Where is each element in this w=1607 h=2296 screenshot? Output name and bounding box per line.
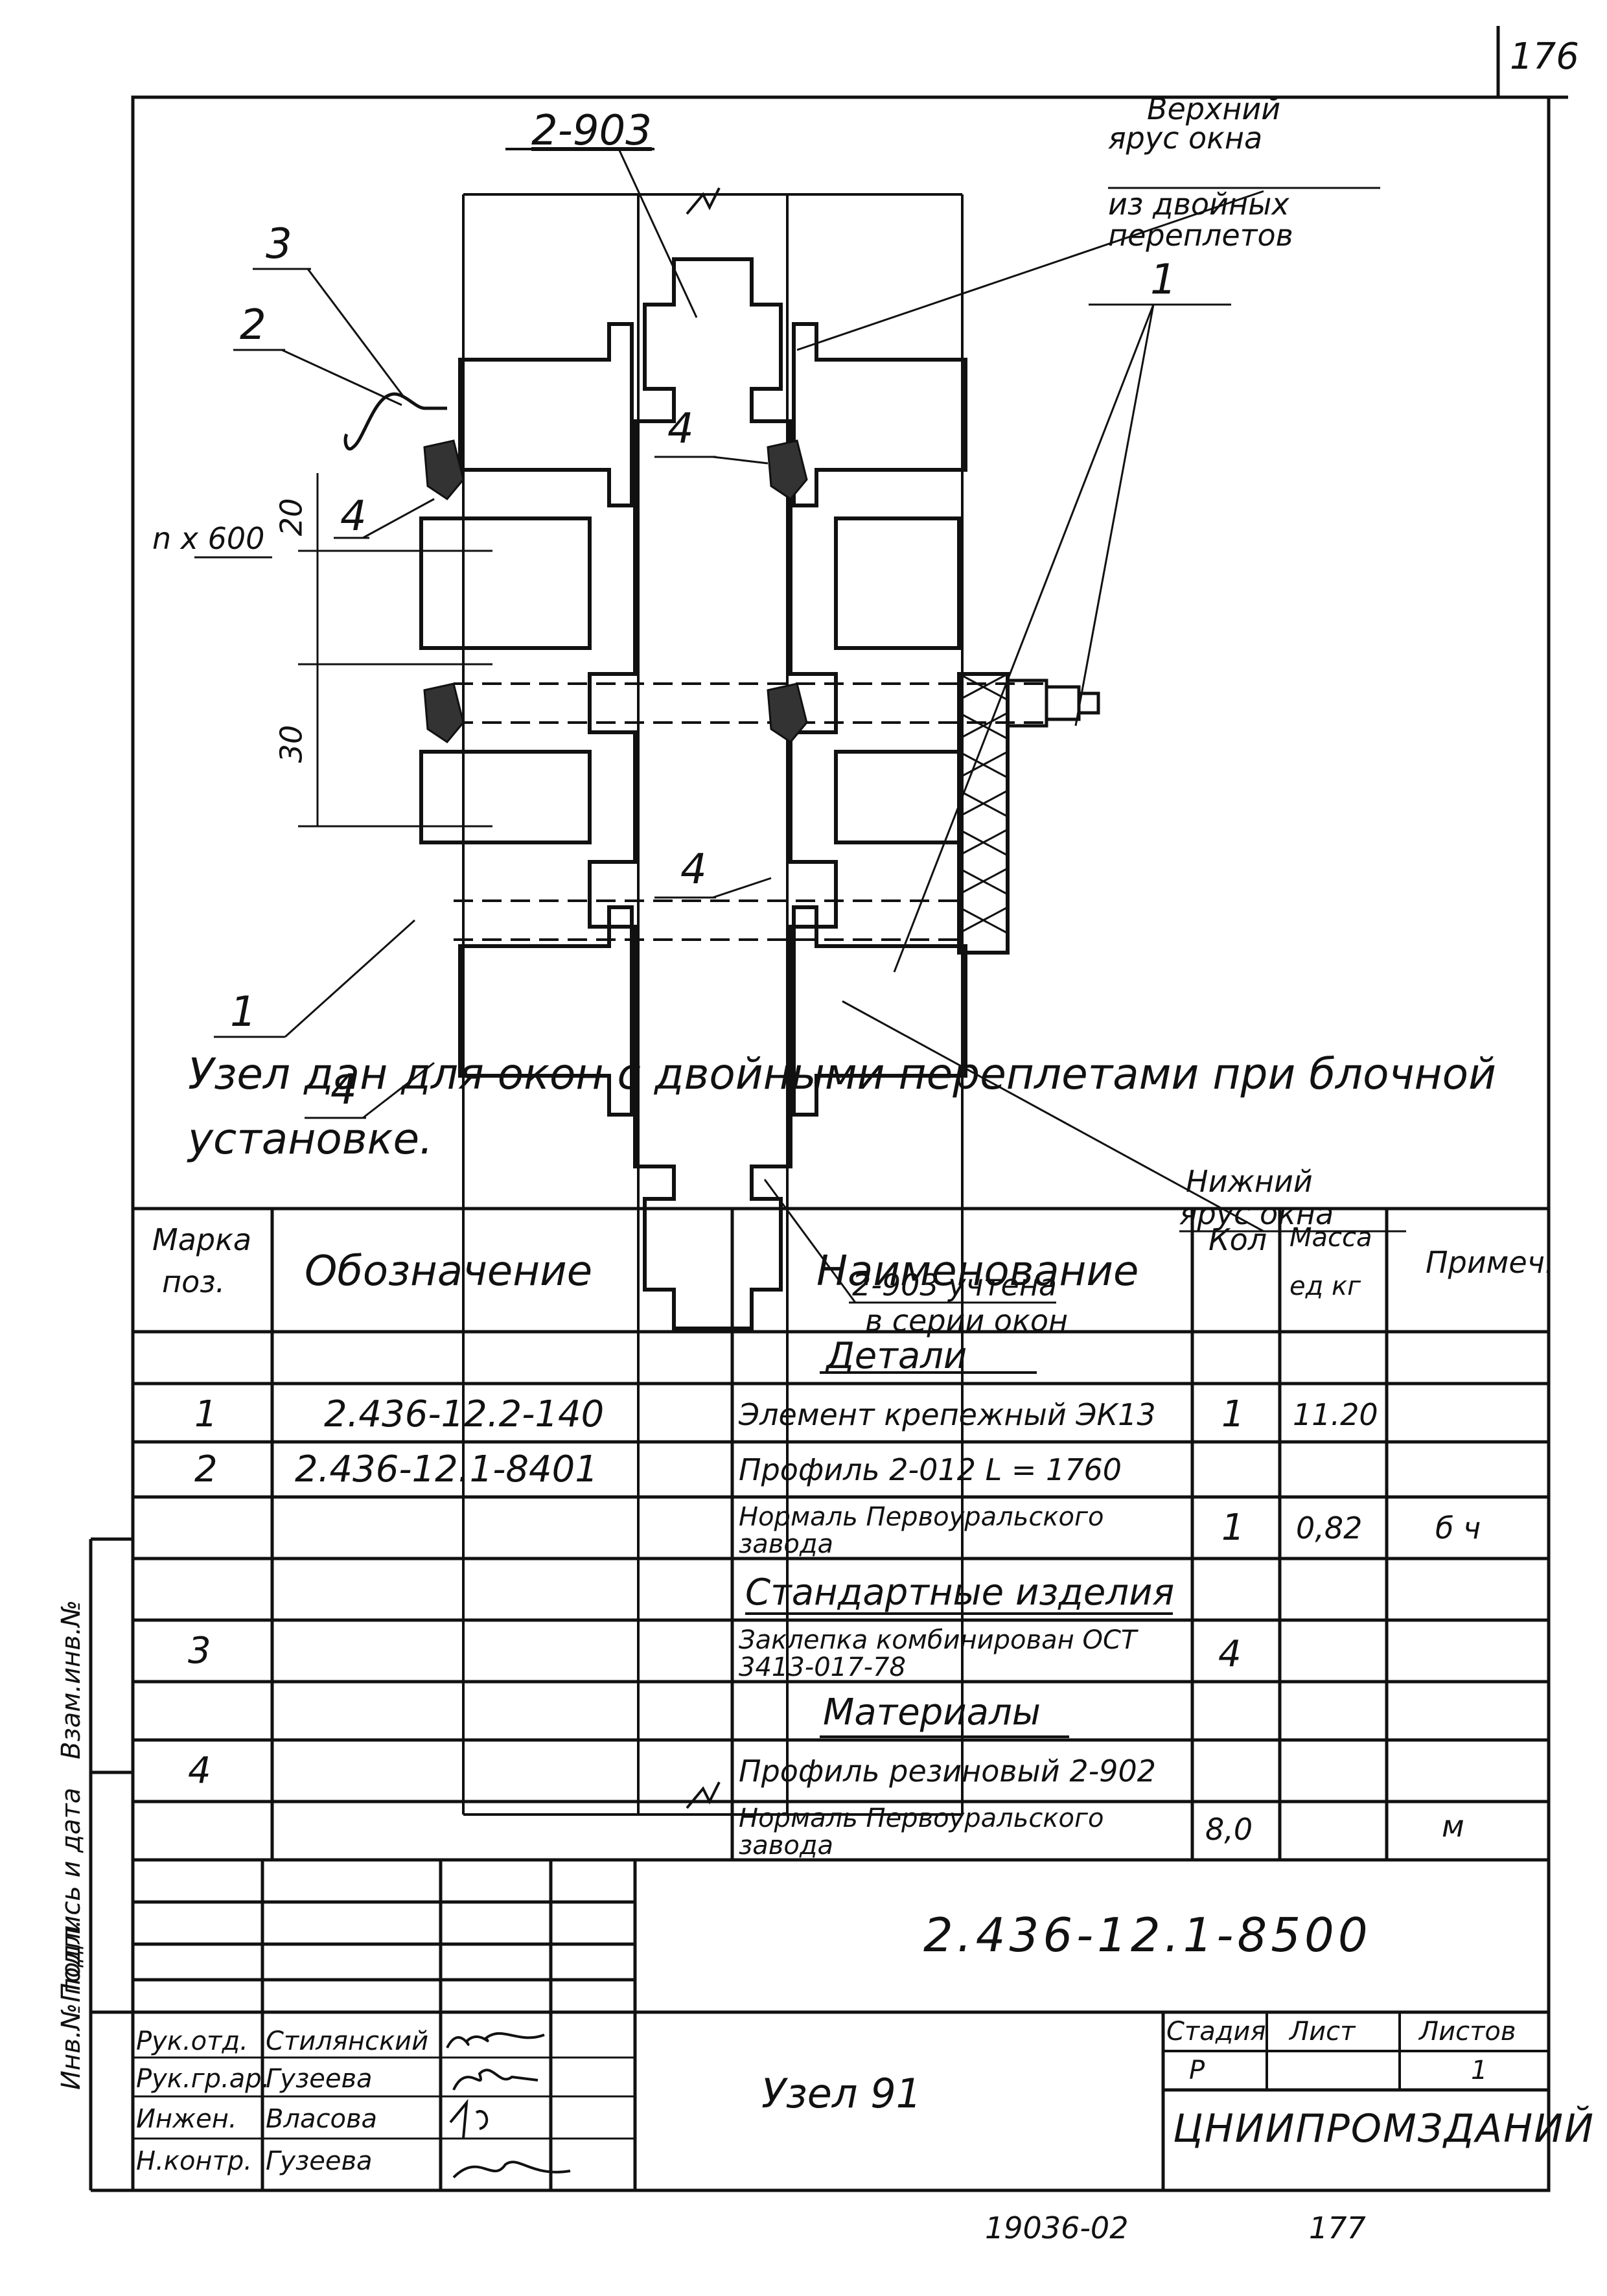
dimension-spacing: n x 600 bbox=[152, 521, 265, 556]
callout-top-profile: 2-903 bbox=[531, 107, 652, 155]
row-7-name: Профиль резиновый 2-902 bbox=[739, 1754, 1156, 1789]
row-3-mass: 0,82 bbox=[1296, 1511, 1363, 1546]
row-5-name: Заклепка комбинирован ОСТ 3413-017-78 bbox=[739, 1625, 1137, 1682]
document-number: 2.436-12.1-8500 bbox=[923, 1908, 1372, 1962]
row-7-mark: 4 bbox=[188, 1750, 211, 1792]
side-stamp-inv-repl: Взам.инв.№ bbox=[56, 1599, 86, 1759]
callout-upper-tier-3: из двойных bbox=[1108, 187, 1289, 222]
stage-value: Р bbox=[1189, 2056, 1205, 2085]
row-5-qty: 4 bbox=[1218, 1633, 1242, 1675]
row-2-name: Профиль 2-012 L = 1760 bbox=[739, 1452, 1122, 1487]
row-1-name: Элемент крепежный ЭК13 bbox=[739, 1397, 1156, 1432]
header-mass-2: ед кг bbox=[1289, 1271, 1361, 1301]
callout-item-1-top: 1 bbox=[1150, 256, 1177, 304]
sheets-label: Листов bbox=[1419, 2017, 1516, 2047]
organization-name: ЦНИИПРОМЗДАНИЙ bbox=[1173, 2106, 1595, 2151]
title-block-grid bbox=[133, 1860, 1549, 2190]
callout-item-1-left: 1 bbox=[230, 988, 257, 1036]
page-number: 176 bbox=[1510, 36, 1579, 78]
side-stamp-sign-date: Подпись и дата bbox=[56, 1787, 86, 2002]
dimension-30: 30 bbox=[273, 725, 309, 763]
row-5-mark: 3 bbox=[188, 1630, 211, 1672]
row-3-name: Нормаль Первоуральского завода bbox=[739, 1502, 1104, 1559]
callout-upper-tier-1: Верхний bbox=[1147, 91, 1281, 126]
callout-lower-tier-2: ярус окна bbox=[1179, 1196, 1334, 1231]
window-node-drawing bbox=[194, 148, 1406, 1816]
sign-name-4: Гузеева bbox=[266, 2146, 373, 2176]
sign-name-3: Власова bbox=[266, 2104, 378, 2134]
row-3-note: б ч bbox=[1435, 1511, 1481, 1546]
row-2-designation: 2.436-12.1-8401 bbox=[295, 1448, 598, 1490]
callout-item-2: 2 bbox=[240, 301, 266, 349]
section-details: Детали bbox=[826, 1335, 967, 1377]
callout-upper-tier-4: переплетов bbox=[1108, 218, 1293, 253]
callout-item-4-center-bottom: 4 bbox=[680, 846, 707, 894]
row-8-note: м bbox=[1442, 1809, 1464, 1844]
row-1-mark: 1 bbox=[194, 1393, 218, 1435]
main-frame bbox=[131, 95, 1551, 2192]
stage-label: Стадия bbox=[1166, 2017, 1266, 2047]
archive-number: 19036-02 bbox=[985, 2210, 1129, 2245]
sign-name-1: Стилянский bbox=[266, 2026, 429, 2056]
header-designation: Обозначение bbox=[305, 1247, 593, 1295]
dimension-20: 20 bbox=[273, 498, 309, 537]
sheets-value: 1 bbox=[1471, 2056, 1488, 2085]
sign-role-1: Рук.отд. bbox=[136, 2026, 248, 2056]
handwritten-signatures bbox=[446, 2032, 571, 2179]
sign-role-3: Инжен. bbox=[136, 2104, 237, 2134]
drawing-note-line-1: Узел дан для окон с двойными переплетами… bbox=[188, 1049, 1496, 1099]
callout-item-4-left-top: 4 bbox=[340, 493, 367, 540]
header-qty: Кол bbox=[1208, 1222, 1267, 1257]
sheet-label: Лист bbox=[1289, 2017, 1356, 2047]
sign-role-2: Рук.гр.ар. bbox=[136, 2064, 270, 2094]
header-note: Примеч. bbox=[1426, 1245, 1555, 1280]
callout-bottom-profile-1: 2-903 учтена bbox=[852, 1268, 1058, 1303]
sign-role-4: Н.контр. bbox=[136, 2146, 252, 2176]
drawing-note-line-2: установке. bbox=[188, 1114, 434, 1164]
callout-bottom-profile-2: в серии окон bbox=[865, 1303, 1069, 1338]
drawing-title: Узел 91 bbox=[761, 2070, 922, 2117]
callout-item-4-left-bottom: 4 bbox=[330, 1066, 357, 1114]
section-standard-items: Стандартные изделия bbox=[745, 1571, 1175, 1614]
footer-sheet-number: 177 bbox=[1309, 2210, 1366, 2245]
callout-lower-tier-1: Нижний bbox=[1186, 1164, 1313, 1199]
row-2-mark: 2 bbox=[194, 1448, 218, 1490]
row-1-designation: 2.436-12.2-140 bbox=[324, 1393, 605, 1435]
header-mass-1: Масса bbox=[1289, 1223, 1372, 1253]
spec-table-grid bbox=[133, 1207, 1549, 1862]
row-3-qty: 1 bbox=[1221, 1507, 1245, 1549]
row-8-name: Нормаль Первоуральского завода bbox=[739, 1803, 1104, 1861]
section-materials: Материалы bbox=[823, 1691, 1041, 1734]
row-1-qty: 1 bbox=[1221, 1393, 1245, 1435]
callout-upper-tier-2: ярус окна bbox=[1108, 121, 1263, 156]
header-mark-1: Марка bbox=[152, 1222, 252, 1257]
sign-name-2: Гузеева bbox=[266, 2064, 373, 2094]
header-name: Наименование bbox=[816, 1247, 1139, 1295]
callout-item-3: 3 bbox=[266, 220, 292, 268]
row-8-qty: 8,0 bbox=[1205, 1812, 1253, 1847]
header-mark-2: поз. bbox=[162, 1264, 225, 1299]
row-1-mass: 11.20 bbox=[1293, 1397, 1378, 1432]
callout-item-4-center-top: 4 bbox=[667, 405, 694, 453]
